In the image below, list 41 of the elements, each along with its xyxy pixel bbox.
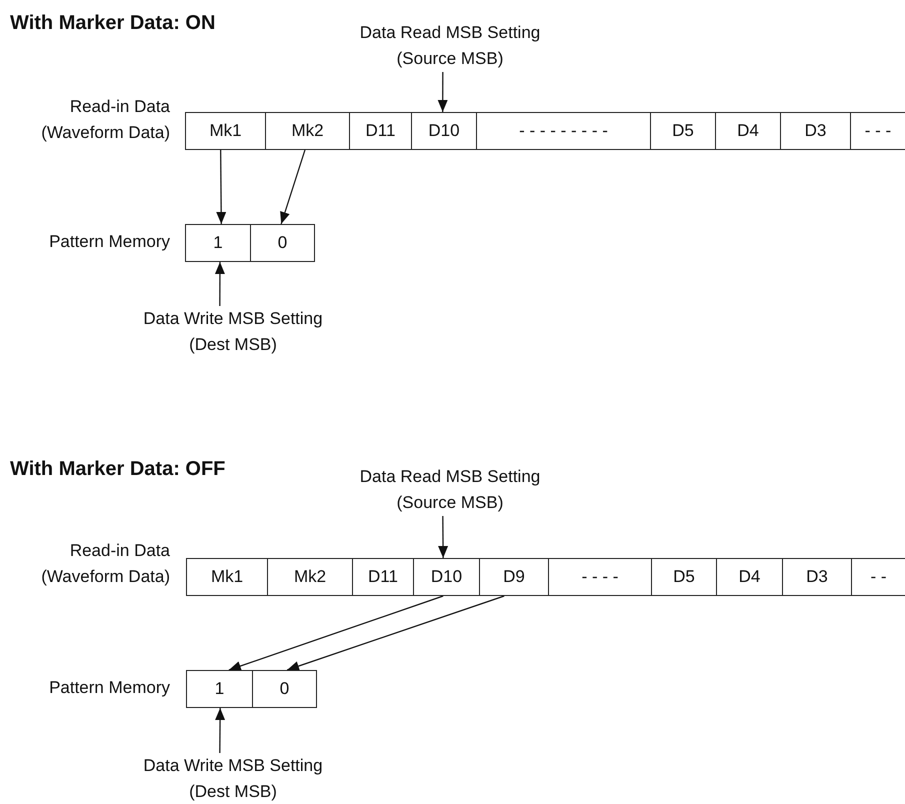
arrow: [214, 262, 225, 306]
row-label: Pattern Memory: [48, 231, 170, 253]
arrow: [438, 72, 448, 112]
memory-cell: 0: [252, 670, 317, 708]
arrow: [280, 150, 306, 224]
callout-text: Data Read MSB Setting (Source MSB): [330, 20, 570, 72]
arrow: [216, 150, 226, 224]
memory-cell: D9: [479, 558, 549, 596]
memory-cell: Mk1: [185, 112, 266, 150]
arrow: [215, 708, 226, 753]
memory-cell: Mk2: [267, 558, 353, 596]
memory-cell: - -: [851, 558, 905, 596]
memory-cell: 1: [186, 670, 253, 708]
memory-cell: - - - -: [548, 558, 652, 596]
callout-text: Data Write MSB Setting (Dest MSB): [123, 753, 343, 804]
memory-cell: D11: [352, 558, 414, 596]
memory-cell: Mk1: [186, 558, 268, 596]
memory-cell: 0: [250, 224, 315, 262]
memory-cell: D3: [782, 558, 852, 596]
memory-cell: D10: [413, 558, 480, 596]
memory-cell: D5: [651, 558, 717, 596]
row-label: Read-in Data (Waveform Data): [40, 96, 170, 144]
memory-cell: D5: [650, 112, 716, 150]
memory-cell: D10: [411, 112, 477, 150]
callout-text: Data Read MSB Setting (Source MSB): [330, 464, 570, 516]
section-heading: With Marker Data: OFF: [10, 458, 226, 481]
section-heading: With Marker Data: ON: [10, 12, 216, 35]
arrow: [286, 595, 504, 671]
row-label: Read-in Data (Waveform Data): [40, 540, 170, 588]
callout-text: Data Write MSB Setting (Dest MSB): [123, 306, 343, 358]
memory-cell: Mk2: [265, 112, 350, 150]
arrow: [438, 516, 448, 558]
memory-cell: - - - - - - - - -: [476, 112, 651, 150]
memory-cell: D11: [349, 112, 412, 150]
memory-cell: D3: [780, 112, 851, 150]
memory-cell: D4: [716, 558, 783, 596]
arrow: [228, 595, 444, 671]
memory-cell: - - -: [850, 112, 905, 150]
row-label: Pattern Memory: [48, 677, 170, 699]
memory-cell: 1: [185, 224, 251, 262]
memory-cell: D4: [715, 112, 781, 150]
